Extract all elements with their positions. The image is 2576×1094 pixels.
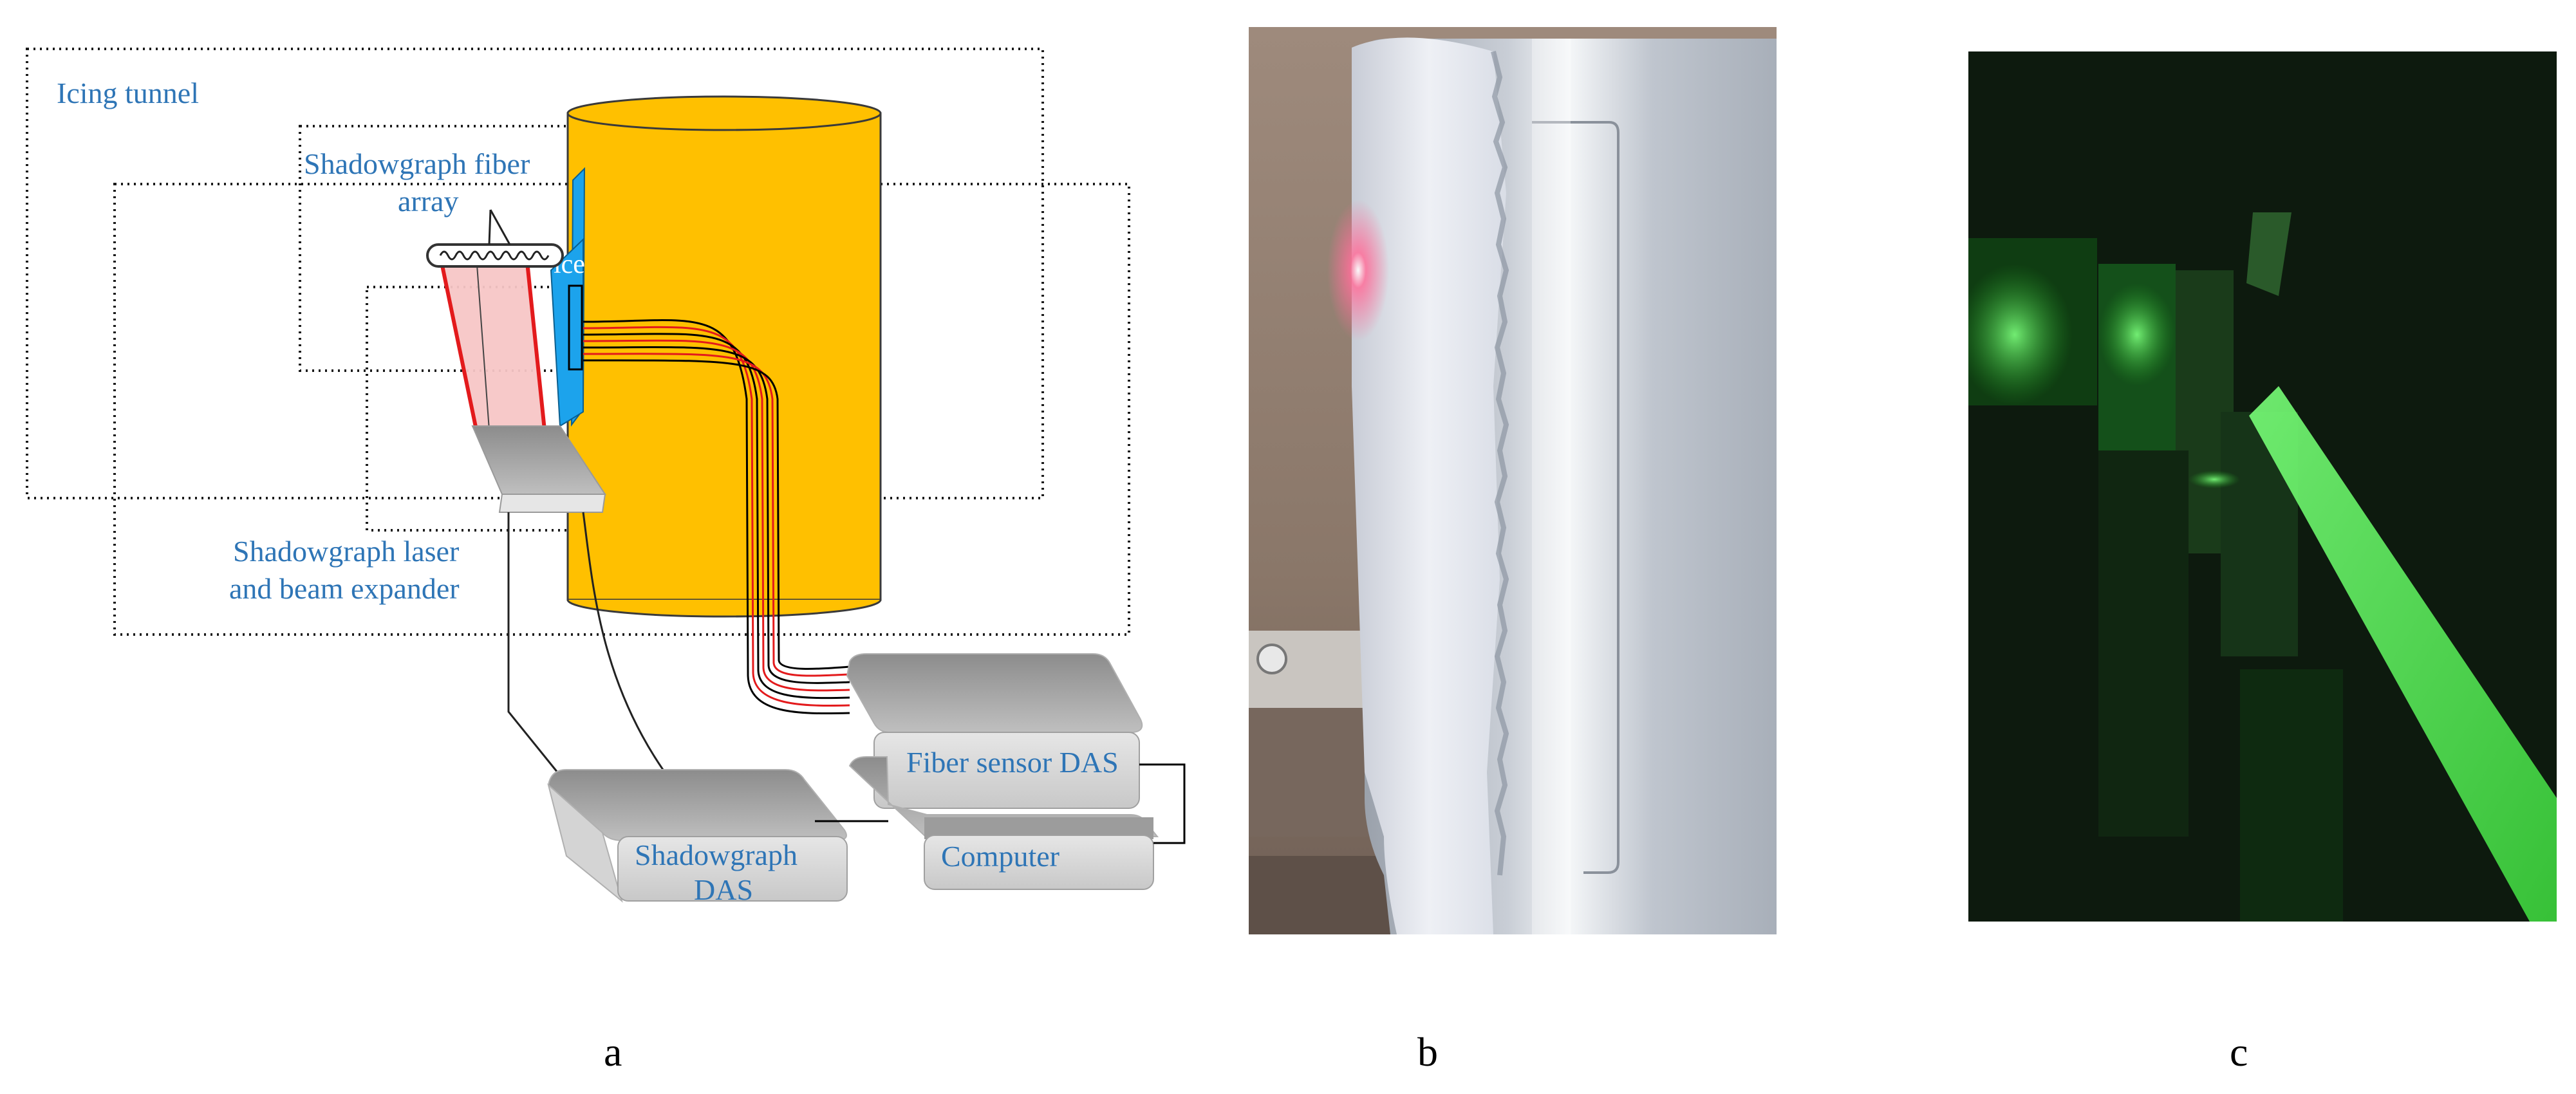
fiber-sensor-das-box: Fiber sensor DAS — [846, 653, 1143, 809]
icing-tunnel-label: Icing tunnel — [57, 77, 199, 109]
shadowgraph-das-box: Shadowgraph DAS — [547, 769, 848, 906]
fiber-array-label-1: Shadowgraph fiber — [304, 147, 530, 180]
outer-setup-box — [113, 183, 1130, 636]
panel-c-letter: c — [2230, 1029, 2248, 1075]
computer-box: Computer — [848, 756, 1159, 890]
laser-label-2: and beam expander — [229, 572, 460, 605]
fiber-sensor-das-label: Fiber sensor DAS — [906, 746, 1119, 779]
panel-a-letter: a — [604, 1029, 622, 1075]
shadowgraph-das-label-1: Shadowgraph — [635, 839, 798, 871]
panel-b-photo: b — [1249, 27, 1777, 1075]
sensor-plate — [568, 284, 583, 371]
laser-label-1: Shadowgraph laser — [233, 535, 459, 568]
shadowgraph-das-label-2: DAS — [694, 873, 753, 906]
laser-beam — [438, 255, 546, 431]
fiber-bundle — [583, 319, 850, 715]
das-computer-link — [1139, 763, 1186, 844]
computer-label: Computer — [941, 840, 1059, 873]
fiber-array — [426, 209, 564, 268]
panel-c-photo: c — [1968, 51, 2557, 1075]
panel-b-letter: b — [1417, 1029, 1438, 1075]
panel-a-schematic: ice — [26, 48, 1186, 1075]
icing-tunnel-box — [26, 48, 1044, 499]
fiber-array-box — [299, 125, 627, 372]
laser-expander-box — [471, 425, 606, 513]
fiber-array-label-2: array — [398, 185, 458, 218]
laser-cables — [507, 512, 664, 773]
